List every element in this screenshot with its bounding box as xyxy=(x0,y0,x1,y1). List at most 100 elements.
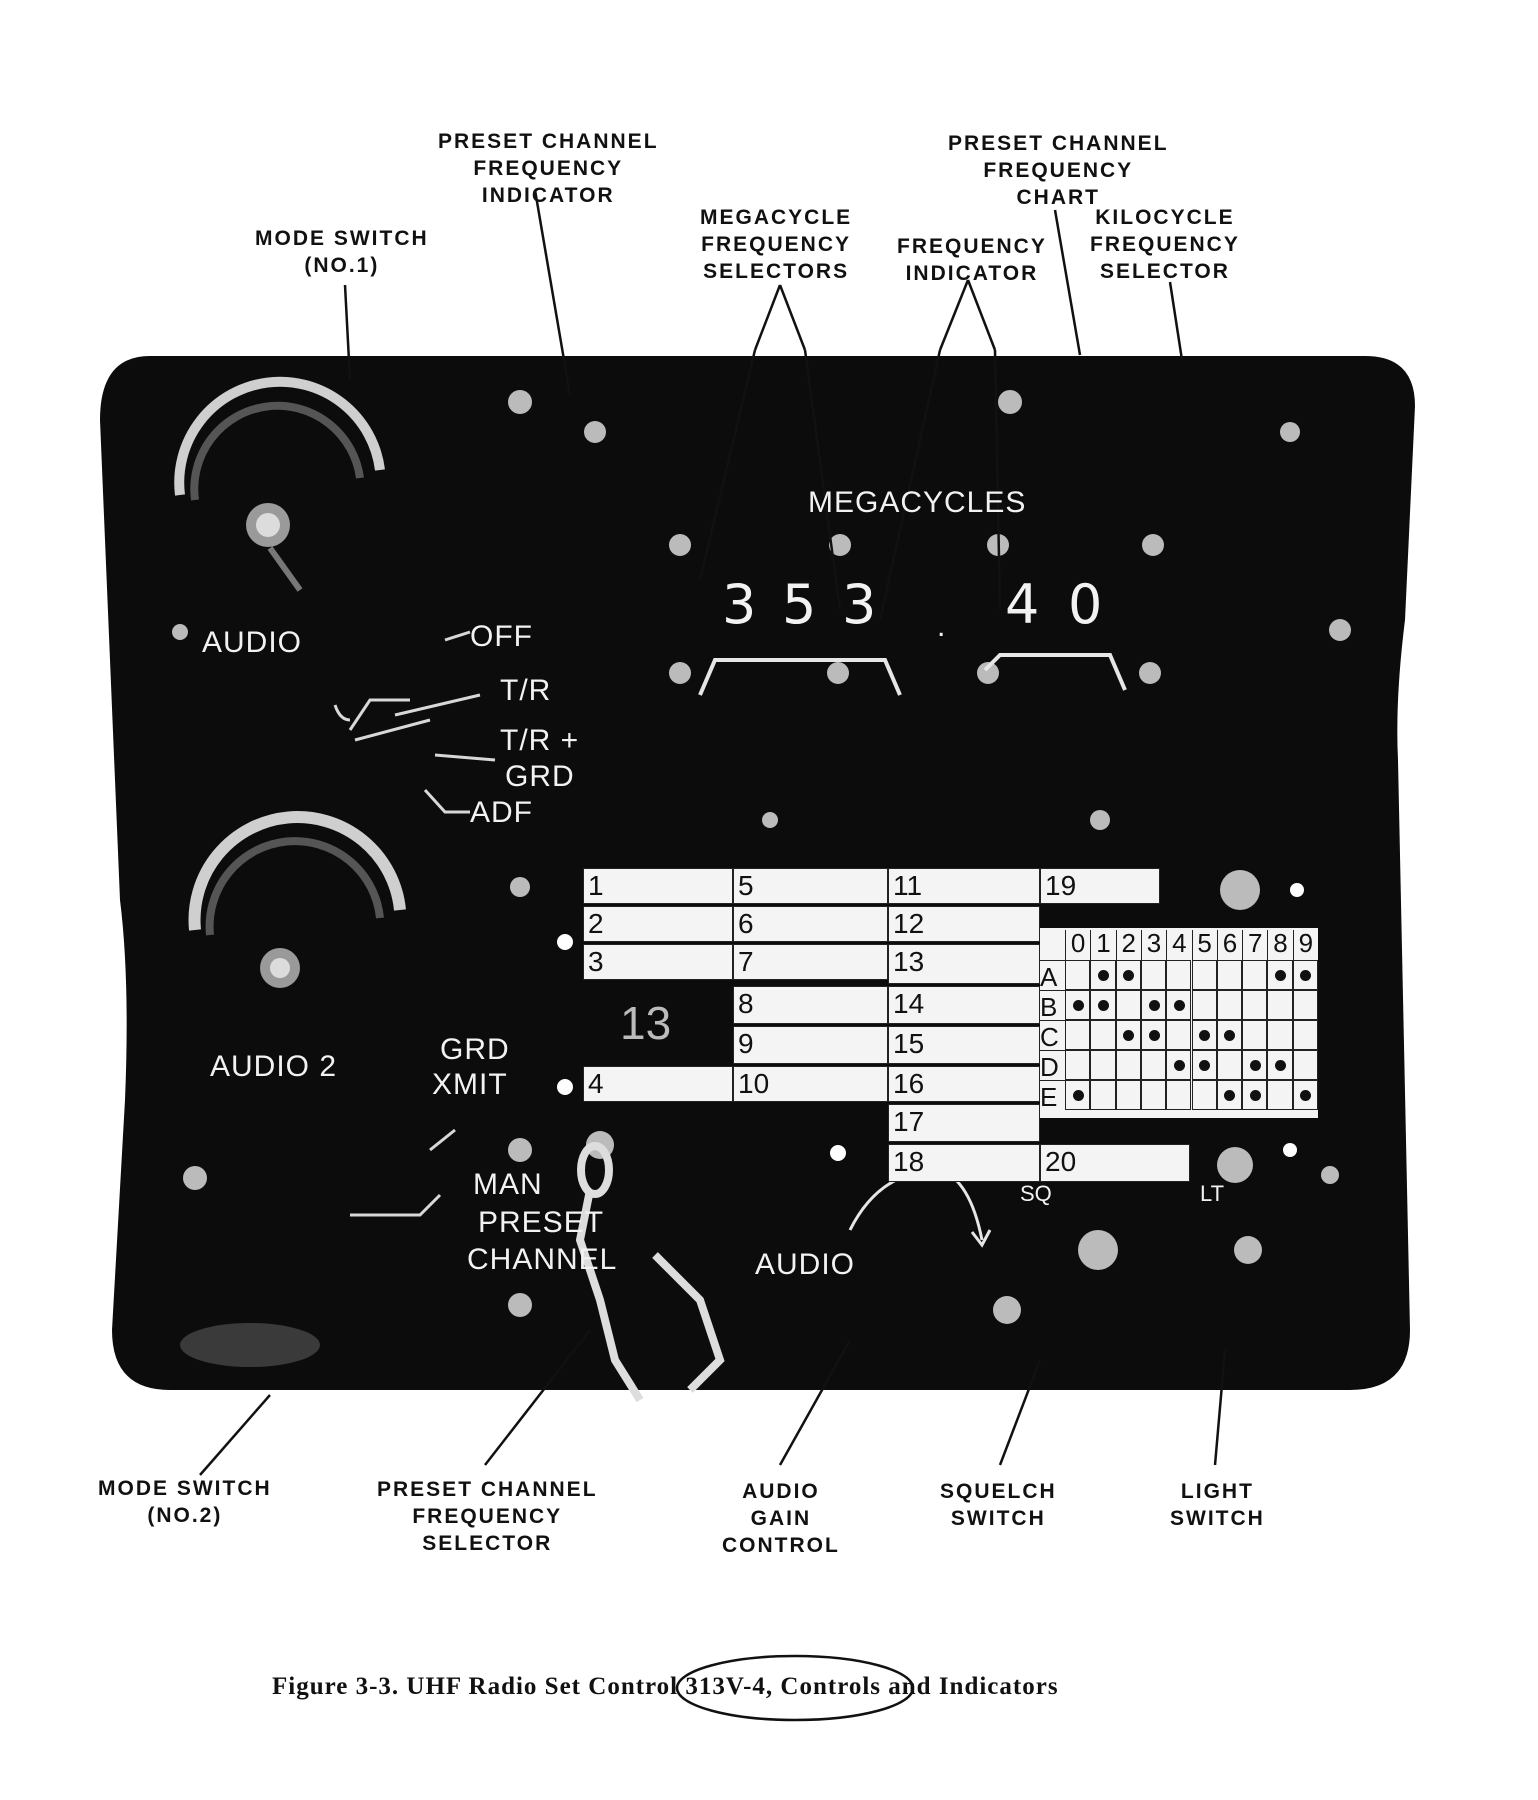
kilocycle-dot xyxy=(1123,970,1135,981)
kilocycle-dot xyxy=(1173,1000,1185,1011)
kilocycle-cell xyxy=(1065,1020,1091,1050)
kilocycle-cell xyxy=(1242,960,1268,990)
label-audio-gain-control: AUDIO GAIN CONTROL xyxy=(722,1478,840,1559)
preset-chart-cell: 2 xyxy=(583,906,733,942)
preset-chart-cell: 7 xyxy=(733,944,888,980)
kilocycle-cell xyxy=(1090,1050,1116,1080)
kilocycle-cell xyxy=(1292,990,1318,1020)
kilocycle-cell xyxy=(1242,1020,1268,1050)
man-label: MAN xyxy=(473,1168,543,1201)
preset-chart-cell: 10 xyxy=(733,1066,888,1102)
preset-channel-indicator-value: 13 xyxy=(620,997,672,1049)
frequency-digit: 0 xyxy=(1068,573,1103,636)
preset-label: PRESET xyxy=(478,1206,605,1239)
label-line: SWITCH xyxy=(1170,1507,1265,1530)
kilocycle-column-header: 5 xyxy=(1191,930,1217,962)
kilocycle-dot xyxy=(1072,1000,1084,1011)
kilocycle-cell xyxy=(1115,960,1141,990)
kilocycle-cell xyxy=(1065,960,1091,990)
kilocycle-cell xyxy=(1216,960,1243,990)
label-line: MODE SWITCH xyxy=(255,227,429,250)
kilocycle-dot xyxy=(1300,1090,1312,1101)
label-line: INDICATOR xyxy=(481,184,615,207)
kilocycle-cell xyxy=(1065,990,1091,1020)
kilocycle-cell xyxy=(1191,1050,1217,1080)
kilocycle-dot xyxy=(1097,1000,1109,1011)
kilocycle-cell xyxy=(1090,1080,1116,1110)
label-line: SELECTOR xyxy=(422,1532,553,1555)
kilocycle-cell xyxy=(1242,1050,1268,1080)
label-line: INDICATOR xyxy=(905,262,1039,285)
label-line: AUDIO xyxy=(742,1480,820,1503)
indicator-dots xyxy=(557,883,1304,1161)
preset-chart-cell: 17 xyxy=(888,1104,1040,1142)
mode-switch-1-knob xyxy=(174,376,385,592)
preset-chart-cell: 15 xyxy=(888,1026,1040,1064)
kilocycle-dot xyxy=(1300,970,1312,981)
preset-chart-cell: 13 xyxy=(888,944,1040,984)
kilocycle-row-label: A xyxy=(1040,960,1065,990)
kilocycle-dot xyxy=(1224,1030,1236,1041)
label-line: SWITCH xyxy=(950,1507,1046,1530)
audio-2-label: AUDIO 2 xyxy=(210,1050,338,1083)
kilocycle-cell xyxy=(1292,1050,1318,1080)
label-line: KILOCYCLE xyxy=(1095,206,1235,229)
kilocycle-cell xyxy=(1166,990,1192,1020)
mode-position-adf: ADF xyxy=(470,796,533,829)
kilocycle-row-label: C xyxy=(1040,1020,1065,1050)
mode-position-grd: GRD xyxy=(505,760,575,793)
kilocycle-dot xyxy=(1275,1060,1287,1071)
kilocycle-column-header: 6 xyxy=(1216,930,1242,962)
kilocycle-cell xyxy=(1267,1080,1293,1110)
kilocycle-cell xyxy=(1140,990,1167,1020)
kilocycle-cell xyxy=(1166,1020,1192,1050)
kilocycle-cell xyxy=(1267,990,1293,1020)
mode-position-tr-plus: T/R + xyxy=(500,724,580,757)
mode-position-off: OFF xyxy=(470,620,533,653)
label-line: LIGHT xyxy=(1180,1480,1254,1503)
kilocycle-cell xyxy=(1191,960,1217,990)
frequency-digit: 3 xyxy=(722,573,757,636)
kilocycle-cell xyxy=(1242,990,1268,1020)
channel-label: CHANNEL xyxy=(467,1243,618,1276)
kilocycle-row-label: E xyxy=(1040,1080,1065,1110)
kilocycle-dot xyxy=(1199,1060,1211,1071)
kilocycle-cell xyxy=(1216,1050,1243,1080)
label-line: CHART xyxy=(1016,186,1101,209)
kilocycle-cell xyxy=(1115,1020,1141,1050)
kilocycle-dot xyxy=(1123,1030,1135,1041)
figure-caption: Figure 3-3. UHF Radio Set Control 313V-4… xyxy=(272,1673,1059,1700)
kilocycle-cell xyxy=(1166,960,1192,990)
kilocycle-cell xyxy=(1090,1020,1116,1050)
kilocycle-column-header: 8 xyxy=(1267,930,1292,962)
frequency-window-brackets xyxy=(698,653,1127,696)
light-label: LT xyxy=(1200,1181,1225,1206)
kilocycle-cell xyxy=(1140,960,1167,990)
megacycles-label: MEGACYCLES xyxy=(808,486,1027,519)
preset-chart-cell: 6 xyxy=(733,906,888,942)
label-line: SELECTORS xyxy=(703,260,850,283)
label-preset-channel-frequency-selector: PRESET CHANNEL FREQUENCY SELECTOR xyxy=(377,1476,598,1557)
kilocycle-dot xyxy=(1097,970,1109,981)
mode-position-tr: T/R xyxy=(500,674,552,707)
grd-xmit-label-line2: XMIT xyxy=(432,1068,508,1101)
label-mode-switch-1: MODE SWITCH (NO.1) xyxy=(255,225,429,279)
kilocycle-cell xyxy=(1191,990,1217,1020)
label-line: CONTROL xyxy=(722,1534,840,1557)
preset-chain xyxy=(575,1142,725,1403)
kilocycle-dot xyxy=(1148,1030,1160,1041)
label-line: (NO.1) xyxy=(304,254,380,277)
preset-chart-cell: 16 xyxy=(888,1066,1040,1102)
kilocycle-column-header: 7 xyxy=(1242,930,1267,962)
preset-chart-cell: 4 xyxy=(583,1066,733,1102)
kilocycle-cell xyxy=(1267,960,1293,990)
kilocycle-dot xyxy=(1275,970,1287,981)
kilocycle-cell xyxy=(1242,1080,1268,1110)
kilocycle-cell xyxy=(1216,1080,1243,1110)
squelch-label: SQ xyxy=(1020,1181,1052,1206)
kilocycle-cell xyxy=(1090,990,1116,1020)
kilocycle-dot xyxy=(1148,1000,1160,1011)
label-light-switch: LIGHT SWITCH xyxy=(1170,1478,1265,1532)
preset-chart-cell: 3 xyxy=(583,944,733,980)
grd-xmit-label-line1: GRD xyxy=(440,1033,510,1066)
